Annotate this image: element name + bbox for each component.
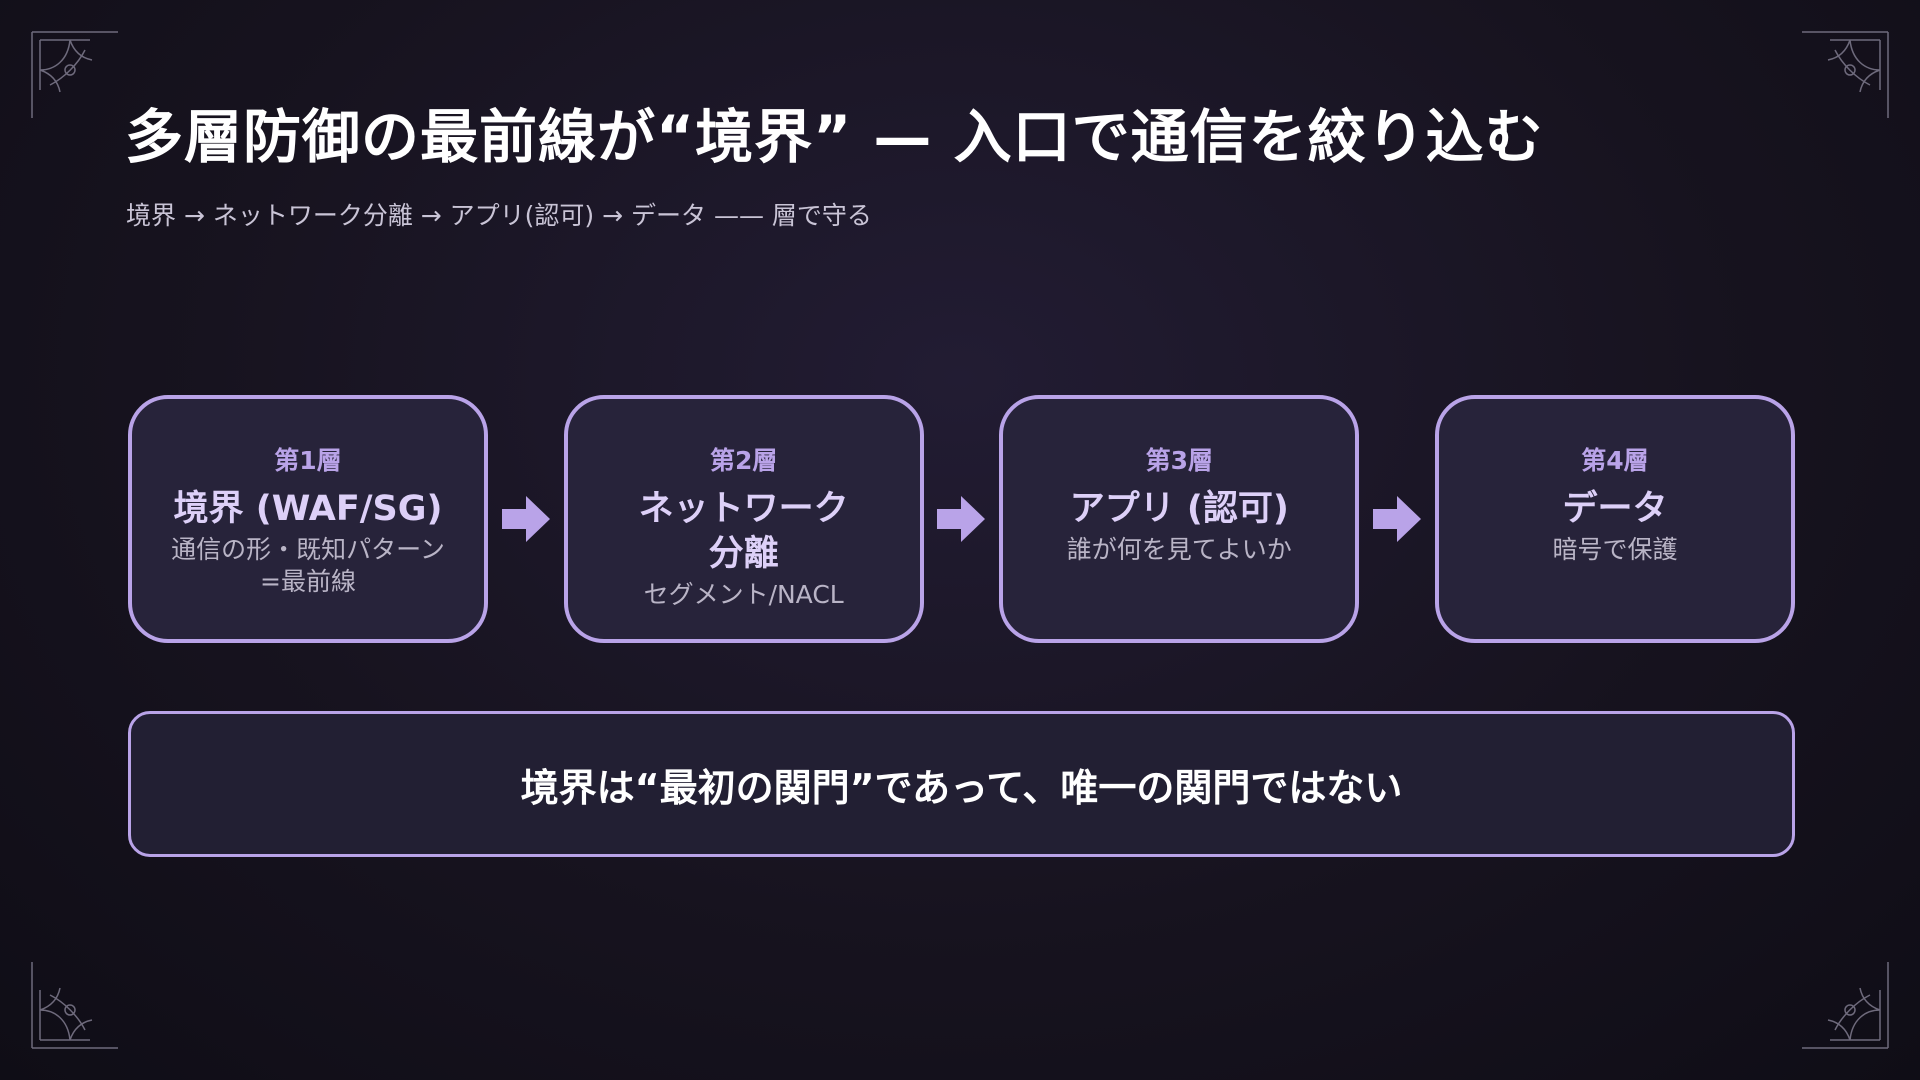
layer-number: 第1層 <box>274 446 342 475</box>
defense-layer-flow: 第1層 境界 (WAF/SG) 通信の形・既知パターン=最前線 第2層 ネットワ… <box>128 395 1795 643</box>
layer-box-3: 第3層 アプリ (認可) 誰が何を見てよいか <box>999 395 1360 643</box>
layer-number: 第4層 <box>1581 446 1649 475</box>
layer-name: データ <box>1562 489 1668 529</box>
layer-description: 暗号で保護 <box>1552 534 1678 564</box>
slide-title: 多層防御の最前線が“境界” — 入口で通信を絞り込む <box>125 103 1544 171</box>
corner-flourish-icon <box>1800 30 1890 120</box>
corner-flourish-icon <box>30 30 120 120</box>
layer-name: ネットワーク分離 <box>638 489 849 574</box>
layer-box-4: 第4層 データ 暗号で保護 <box>1434 395 1795 643</box>
layer-number: 第3層 <box>1145 446 1214 475</box>
arrow-right-icon <box>1371 493 1423 545</box>
layer-description: セグメント/NACL <box>643 579 844 609</box>
layer-name: アプリ (認可) <box>1069 489 1289 529</box>
arrow-right-icon <box>500 493 552 545</box>
corner-flourish-icon <box>1800 960 1890 1050</box>
layer-number: 第2層 <box>709 446 778 475</box>
arrow-right-icon <box>935 493 987 545</box>
corner-flourish-icon <box>30 960 120 1050</box>
key-message-text: 境界は“最初の関門”であって、唯一の関門ではない <box>520 765 1403 810</box>
layer-box-1: 第1層 境界 (WAF/SG) 通信の形・既知パターン=最前線 <box>128 395 488 643</box>
layer-box-2: 第2層 ネットワーク分離 セグメント/NACL <box>563 395 924 643</box>
layer-description: 誰が何を見てよいか <box>1066 534 1292 564</box>
layer-description: 通信の形・既知パターン=最前線 <box>171 534 445 596</box>
slide-subtitle: 境界 → ネットワーク分離 → アプリ(認可) → データ —— 層で守る <box>126 201 872 230</box>
key-message-box: 境界は“最初の関門”であって、唯一の関門ではない <box>128 711 1795 857</box>
layer-name: 境界 (WAF/SG) <box>173 489 443 529</box>
